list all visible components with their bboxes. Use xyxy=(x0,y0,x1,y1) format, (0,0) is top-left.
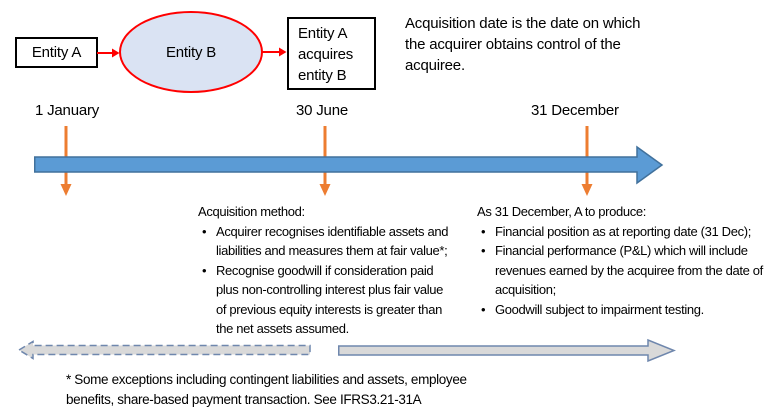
acquisition-method-list: Acquirer recognises identifiable assets … xyxy=(198,222,456,339)
orange-down-arrow-icon xyxy=(581,126,593,196)
entity-b-ellipse: Entity B xyxy=(119,11,263,93)
reporting-heading: As 31 December, A to produce: xyxy=(477,204,647,219)
entity-b-label: Entity B xyxy=(165,43,217,61)
solid-right-span-arrow-icon xyxy=(338,338,677,363)
list-item: Goodwill subject to impairment testing. xyxy=(477,300,773,320)
list-item: Financial performance (P&L) which will i… xyxy=(477,241,773,300)
orange-down-arrow-icon xyxy=(319,126,331,196)
acquisition-method-heading: Acquisition method: xyxy=(198,204,305,219)
dashed-left-span-arrow-icon xyxy=(17,340,311,360)
date-label-30-june: 30 June xyxy=(296,102,348,119)
list-item: Financial position as at reporting date … xyxy=(477,222,773,242)
orange-down-arrow-icon xyxy=(60,126,72,196)
red-arrow-right-icon xyxy=(262,47,287,57)
footnote: * Some exceptions including contingent l… xyxy=(66,372,467,407)
reporting-block: As 31 December, A to produce: Financial … xyxy=(477,202,773,319)
list-item: Acquirer recognises identifiable assets … xyxy=(198,222,456,261)
entity-a-box: Entity A xyxy=(15,37,98,68)
timeline-arrow xyxy=(34,145,664,185)
entity-a-label: Entity A xyxy=(31,44,82,61)
acquisition-result-box: Entity A acquires entity B xyxy=(287,17,376,90)
acquisition-date-definition: Acquisition date is the date on which th… xyxy=(405,15,641,74)
red-arrow-right-icon xyxy=(97,48,120,58)
date-label-1-january: 1 January xyxy=(35,102,100,119)
acquisition-result-label: Entity A acquires entity B xyxy=(298,25,354,84)
date-label-31-december: 31 December xyxy=(531,102,619,119)
reporting-list: Financial position as at reporting date … xyxy=(477,222,773,320)
acquisition-method-block: Acquisition method: Acquirer recognises … xyxy=(198,202,456,339)
list-item: Recognise goodwill if consideration paid… xyxy=(198,261,456,339)
